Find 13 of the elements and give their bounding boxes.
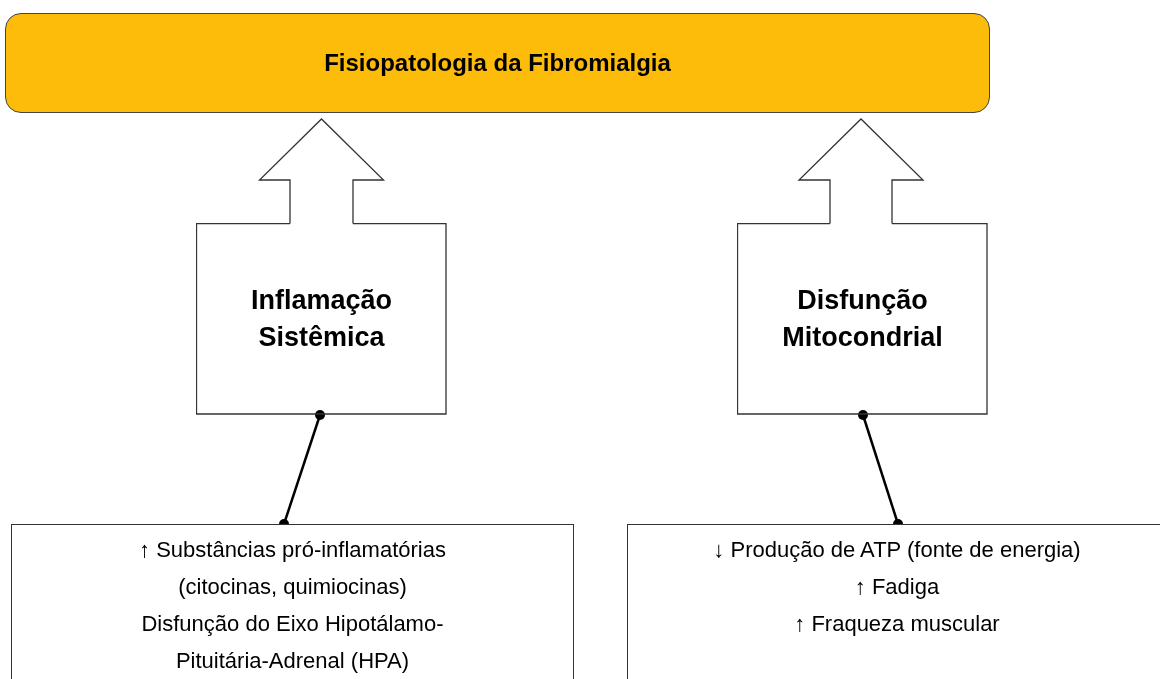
detail-text: Disfunção do Eixo Hipotálamo-Pituitária-Adrenal (HPA) <box>140 610 445 675</box>
concept-label: Inflamação Sistêmica <box>249 284 394 354</box>
detail-text: ↑ Substâncias pró-inflamatórias (citocinas, quimiocinas) <box>138 536 447 601</box>
detail-text: ↑ Fadiga <box>854 573 940 601</box>
heading-label: Fisiopatologia da Fibromialgia <box>324 48 671 78</box>
detail-text: ↓ Produção de ATP (fonte de energia) <box>713 536 1081 564</box>
detail-box <box>11 524 574 679</box>
detail-box <box>627 524 1160 679</box>
block-arrow <box>797 118 925 225</box>
block-arrow <box>257 118 386 225</box>
concept-label: Disfunção Mitocondrial <box>781 284 944 354</box>
title-box <box>5 13 990 113</box>
detail-text: ↑ Fraqueza muscular <box>794 610 1000 638</box>
